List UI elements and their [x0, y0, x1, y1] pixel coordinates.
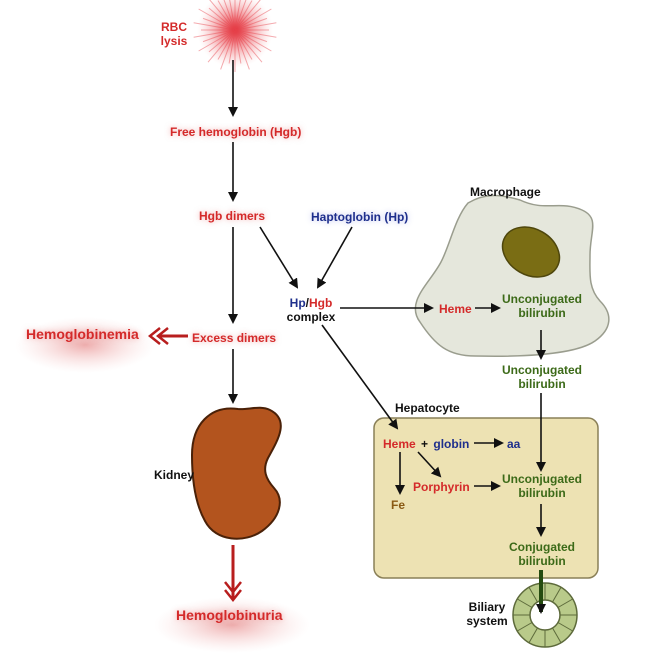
biliary-segment-line [557, 622, 573, 632]
starburst-ray [234, 29, 262, 53]
starburst-ray [234, 0, 261, 31]
hp-label: Hp [289, 296, 306, 310]
starburst-ray [220, 29, 236, 70]
starburst-ray [234, 29, 263, 63]
starburst-ray [202, 29, 236, 43]
biliary-segment-line [528, 627, 538, 643]
biliary-segment-line [552, 587, 562, 603]
starburst-ray [209, 0, 236, 31]
globin-label: globin [433, 437, 470, 451]
aa-label: aa [507, 437, 521, 451]
plus-label: + [421, 437, 429, 451]
starburst-ray [234, 29, 272, 52]
starburst-ray [193, 22, 236, 31]
starburst-ray [193, 29, 236, 38]
biliary-segment-lines [513, 583, 577, 647]
slash-label: / [305, 296, 309, 310]
conjugated-bilirubin-label: Conjugated bilirubin [509, 540, 575, 568]
starburst-ray [234, 0, 253, 31]
arrow-complex-to-heme-hepatocyte [321, 324, 399, 430]
biliary-system-label: Biliary system [466, 600, 508, 628]
macrophage-cell [414, 194, 610, 357]
rbc-lysis-starburst-icon [193, 0, 277, 72]
complex-label: complex [286, 310, 336, 324]
starburst-ray [198, 29, 236, 52]
starburst-ray [234, 0, 247, 31]
starburst-ray [234, 0, 241, 31]
excess-dimers-label: Excess dimers [192, 331, 277, 345]
macrophage-nucleus [501, 226, 561, 278]
hepatocyte-cell [373, 417, 599, 579]
starburst-ray [234, 17, 268, 31]
hemoglobinemia-label: Hemoglobinemia [26, 326, 139, 342]
haptoglobin-label: Haptoglobin (Hp) [311, 210, 409, 224]
kidney-label: Kidney [154, 468, 195, 482]
porphyrin-label: Porphyrin [413, 480, 470, 494]
hgb-dimers-label: Hgb dimers [199, 209, 266, 223]
starburst-ray [234, 7, 262, 31]
arrow-haptoglobin-to-complex [317, 226, 353, 289]
hemoglobinuria-glow [154, 597, 310, 653]
biliary-segment-line [517, 622, 533, 632]
starburst-ray [234, 22, 277, 31]
biliary-segment-line [552, 627, 562, 643]
hp-hgb-complex-label: Hp/Hgb complex [282, 296, 340, 324]
starburst-ray [234, 8, 272, 31]
kidney-icon [190, 406, 282, 540]
starburst-ray [228, 29, 236, 64]
arrow-excess-to-hemoglobinemia [147, 327, 188, 345]
starburst-ray [208, 29, 236, 53]
hemoglobinuria-label: Hemoglobinuria [176, 607, 283, 623]
free-hemoglobin-label: Free hemoglobin (Hgb) [170, 125, 302, 139]
arrow-kidney-to-hemoglobinuria [224, 545, 242, 603]
heme-globin-row: Heme + globin [383, 437, 469, 451]
unconjugated-bilirubin-macrophage-label: Unconjugated bilirubin [502, 292, 582, 320]
macrophage-label: Macrophage [470, 185, 541, 199]
starburst-ray [198, 8, 236, 31]
starburst-ray [207, 29, 236, 63]
starburst-ray [217, 29, 236, 60]
hemoglobinemia-glow [15, 317, 155, 373]
starburst-ray [217, 0, 236, 31]
starburst-ray [234, 29, 250, 70]
arrow-dimers-to-complex [259, 226, 299, 289]
hgb-label: Hgb [309, 296, 333, 310]
biliary-segment-line [517, 598, 533, 608]
unconjugated-bilirubin-mid-label: Unconjugated bilirubin [502, 363, 582, 391]
rbc-lysis-label: RBC lysis [160, 20, 188, 48]
starburst-ray [234, 29, 277, 38]
heme-macrophage-label: Heme [439, 302, 472, 316]
starburst-ray [229, 0, 236, 31]
starburst-ray [234, 29, 242, 64]
starburst-ray [234, 29, 268, 43]
starburst-ray [208, 7, 236, 31]
starburst-ray [234, 29, 253, 60]
starburst-ray [223, 0, 236, 31]
arrow-heme-to-porphyrin [417, 451, 442, 478]
biliary-segment-line [528, 587, 538, 603]
hepatocyte-label: Hepatocyte [395, 401, 460, 415]
fe-label: Fe [391, 498, 406, 512]
biliary-segment-line [557, 598, 573, 608]
heme-hepatocyte-label: Heme [383, 437, 416, 451]
starburst-ray [202, 17, 236, 31]
unconjugated-bilirubin-hepatocyte-label: Unconjugated bilirubin [502, 472, 582, 500]
